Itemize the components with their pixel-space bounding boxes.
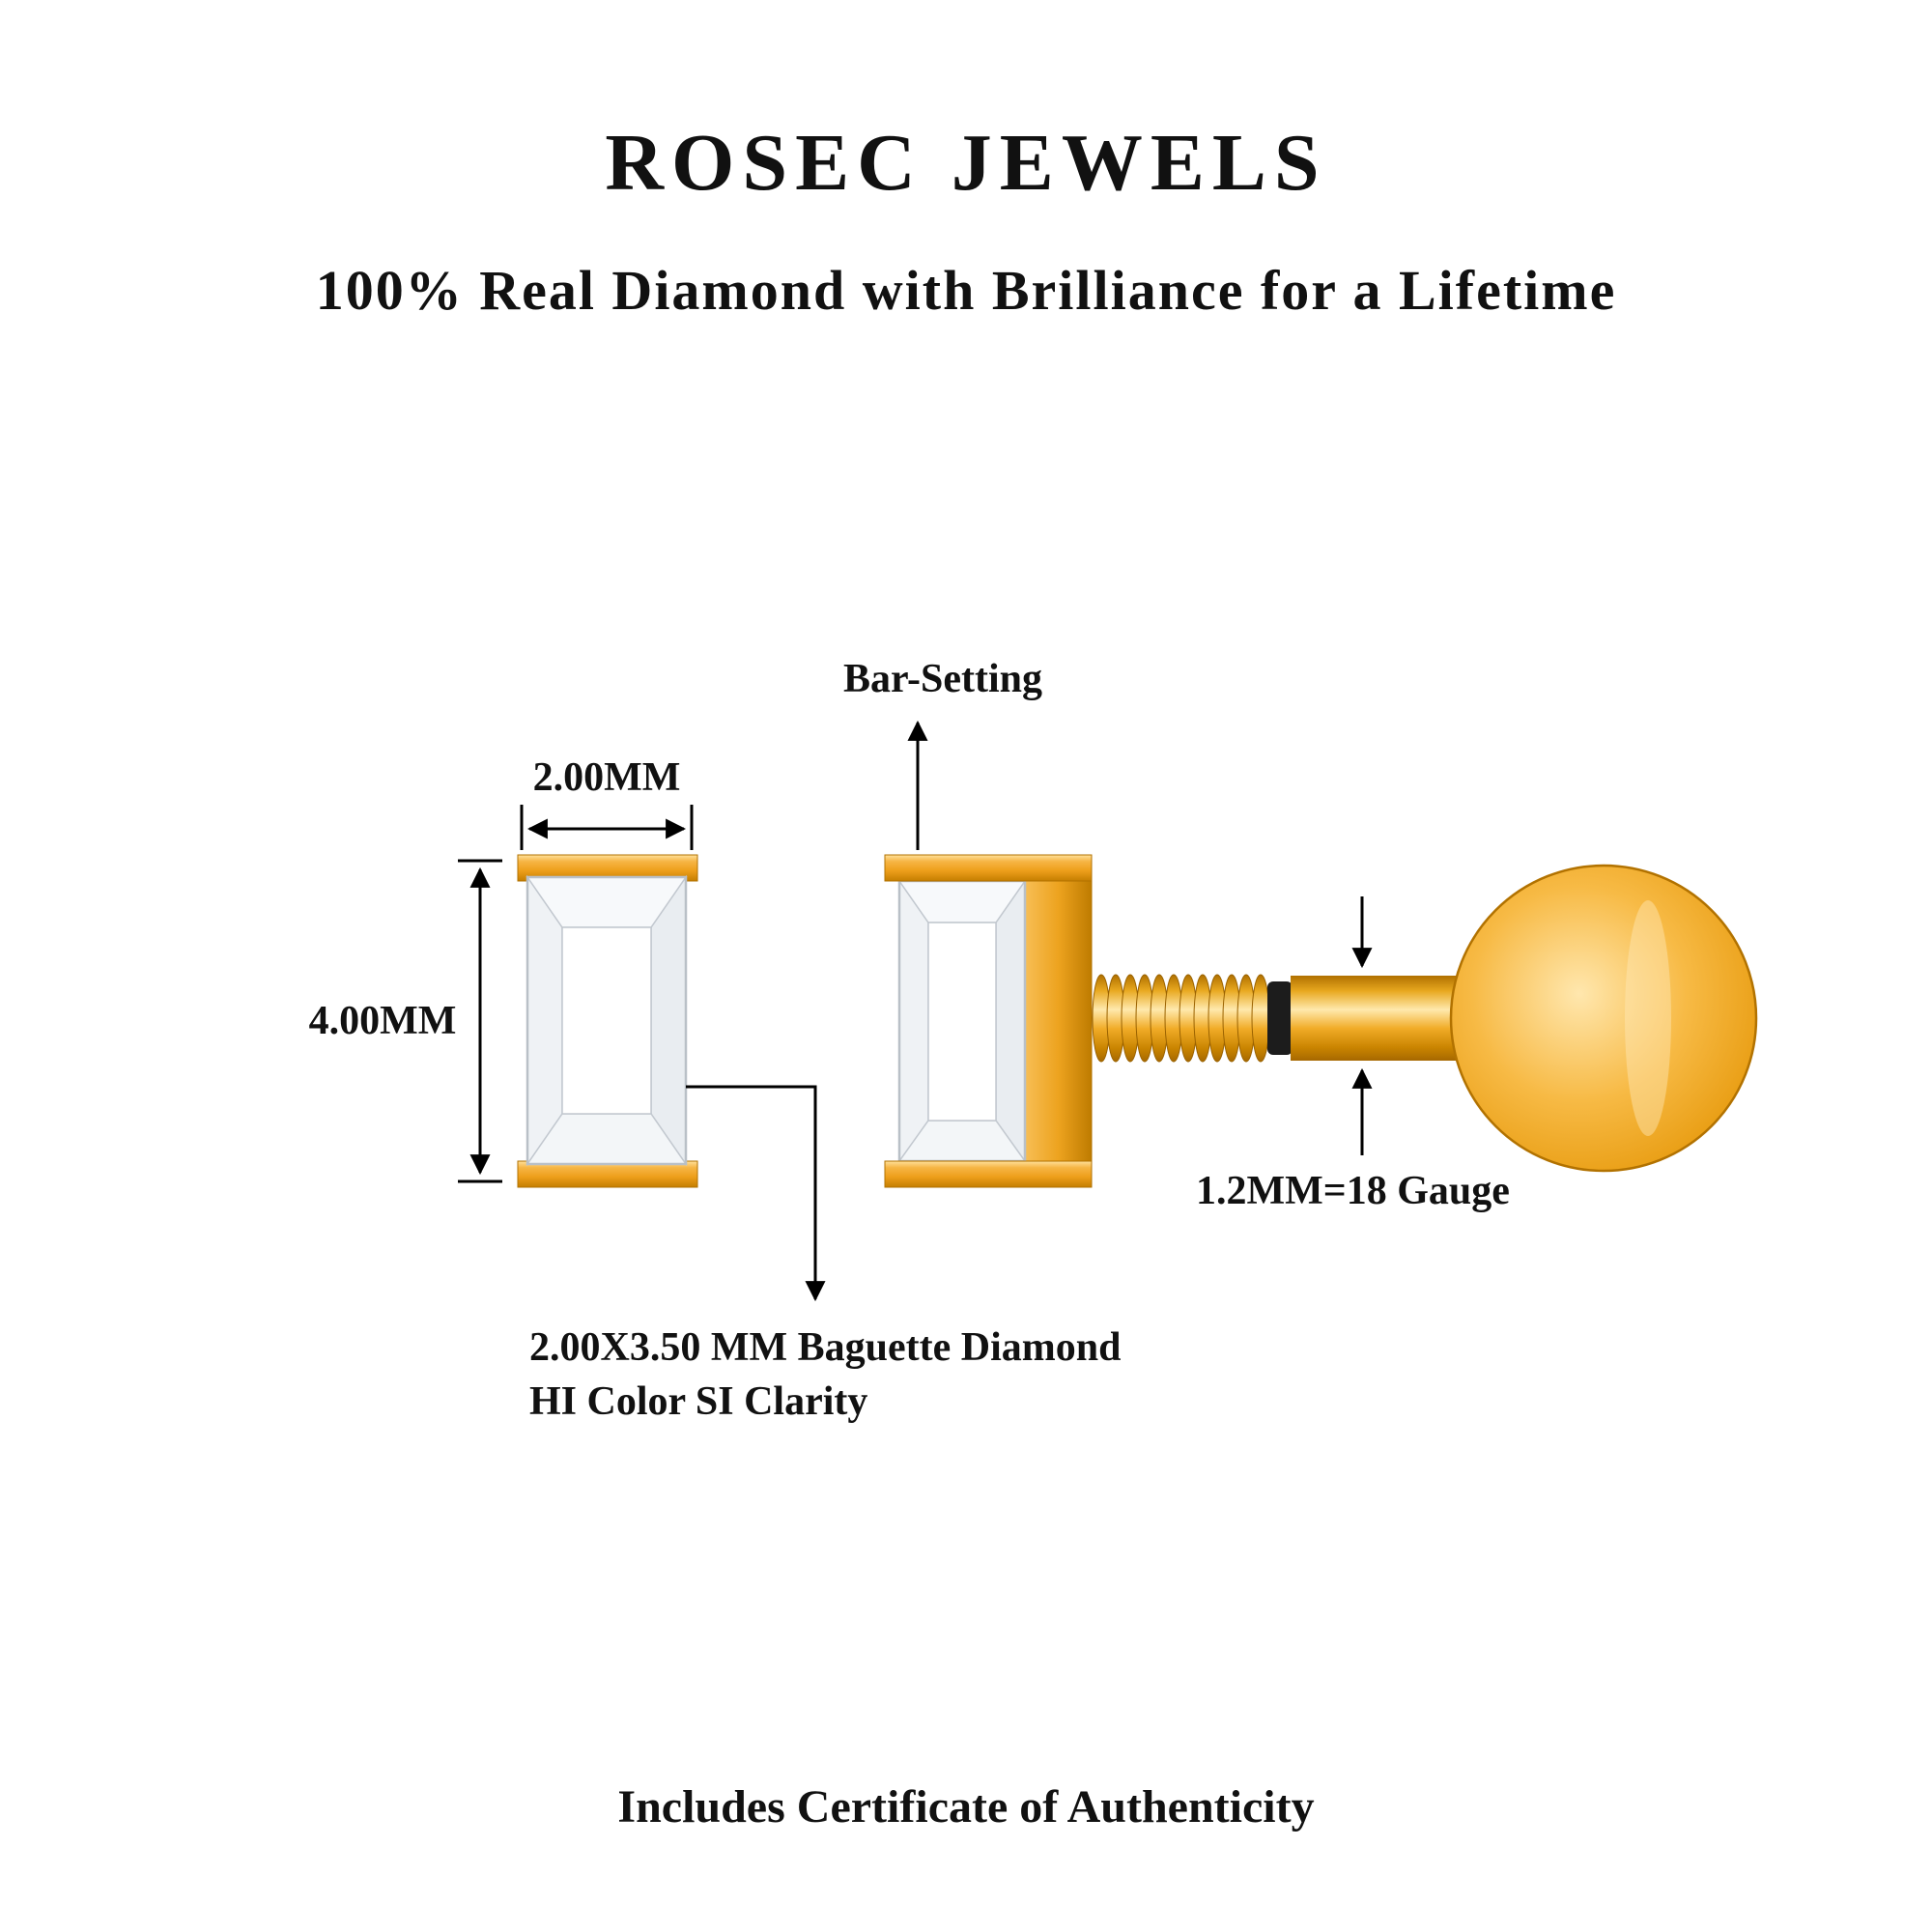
stone-leader-line — [686, 1085, 826, 1302]
gauge-annotation: 1.2MM=18 Gauge — [1196, 896, 1510, 1213]
gauge-label: 1.2MM=18 Gauge — [1196, 1169, 1510, 1213]
stone-label-line2: HI Color SI Clarity — [529, 1379, 867, 1424]
stone-annotation: 2.00X3.50 MM Baguette Diamond HI Color S… — [529, 1085, 1121, 1424]
setting-label: Bar-Setting — [843, 657, 1042, 701]
side-view — [884, 854, 1758, 1188]
width-label: 2.00MM — [533, 755, 681, 800]
brand-title: ROSEC JEWELS — [605, 118, 1326, 208]
side-table-facet — [927, 922, 997, 1122]
certificate-note: Includes Certificate of Authenticity — [617, 1781, 1314, 1833]
front-view — [517, 854, 698, 1188]
side-gold-lip-top — [884, 854, 1093, 882]
disc-circle — [1449, 864, 1758, 1173]
side-facet-right — [995, 878, 1026, 1164]
post-separator — [1267, 981, 1293, 1055]
setting-annotation: Bar-Setting — [843, 657, 1042, 850]
coil — [1251, 974, 1270, 1063]
tagline: 100% Real Diamond with Brilliance for a … — [316, 259, 1617, 322]
baguette-side — [897, 878, 1027, 1164]
height-label: 4.00MM — [309, 999, 457, 1043]
setting-block — [1024, 854, 1093, 1188]
side-gold-lip-bottom — [884, 1160, 1093, 1188]
stone-outline — [526, 875, 688, 1166]
baguette-front — [526, 874, 688, 1167]
threaded-post — [1092, 974, 1270, 1063]
side-facet-left — [898, 878, 929, 1164]
height-dimension: 4.00MM — [309, 859, 502, 1183]
disc-back — [1449, 864, 1758, 1173]
width-dimension: 2.00MM — [520, 755, 694, 850]
table-facet — [561, 926, 652, 1115]
stone-label-line1: 2.00X3.50 MM Baguette Diamond — [529, 1325, 1121, 1370]
disc-highlight — [1625, 900, 1671, 1136]
